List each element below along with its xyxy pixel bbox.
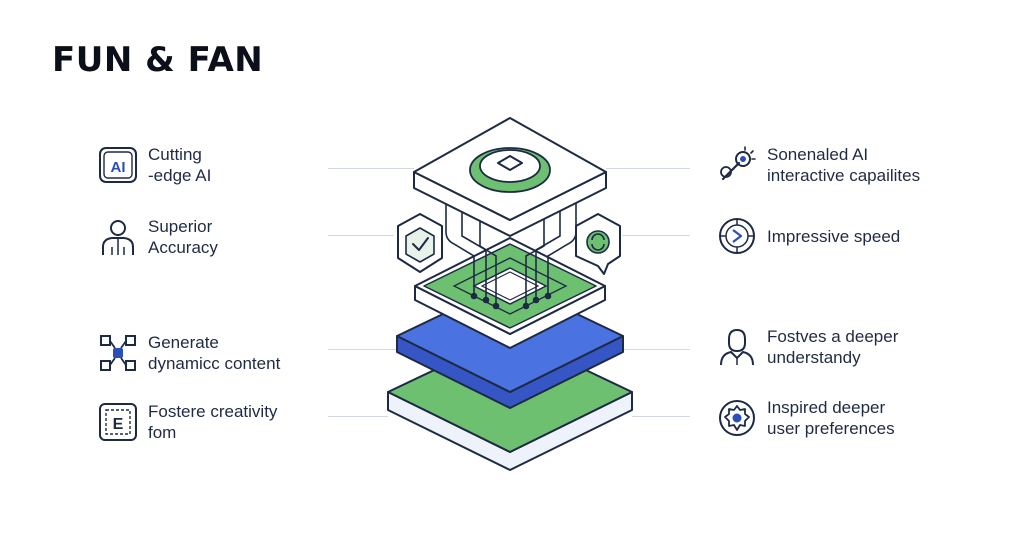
connector-line [632, 416, 690, 417]
connector-line [606, 168, 690, 169]
feature-ai-interactive: Sonenaled AI interactive capailites [717, 144, 920, 186]
feature-user-preferences: Inspired deeper user preferences [717, 397, 895, 439]
feature-label: Inspired deeper user preferences [767, 398, 895, 438]
page-title: FUN & FAN [52, 40, 264, 80]
feature-label: Sonenaled AI interactive capailites [767, 145, 921, 185]
feature-label: Generate dynamicc content [148, 333, 281, 373]
feature-label: Impressive speed [767, 226, 901, 246]
user-icon [717, 327, 757, 367]
connector-line [328, 416, 388, 417]
feature-label: Superior Accuracy [148, 217, 218, 257]
circuit-layer [414, 237, 606, 349]
connector-line [622, 349, 690, 350]
connector-line [328, 168, 414, 169]
feature-generate-content: Generate dynamicc content [98, 332, 280, 374]
feature-superior-accuracy: Superior Accuracy [98, 216, 218, 258]
framed-e-icon: E [98, 402, 138, 442]
feature-cutting-edge-ai: AI Cutting -edge AI [98, 144, 211, 186]
svg-text:E: E [113, 416, 124, 433]
connector-line [328, 349, 396, 350]
network-nodes-icon [98, 333, 138, 373]
shield-check-icon [397, 213, 443, 273]
feature-fostere-creativity: E Fostere creativity fom [98, 401, 277, 443]
ai-chip-icon: AI [98, 145, 138, 185]
refresh-bubble-icon [575, 213, 621, 275]
feature-deeper-understanding: Fostves a deeper understandy [717, 326, 898, 368]
top-layer [413, 117, 607, 237]
person-icon [98, 217, 138, 257]
feature-label: Cutting -edge AI [148, 145, 212, 185]
globe-speed-icon [717, 216, 757, 256]
connector-line [622, 235, 690, 236]
connector-line [328, 235, 394, 236]
svg-text:AI: AI [111, 159, 126, 176]
feature-impressive-speed: Impressive speed [717, 216, 900, 256]
gear-badge-icon [717, 398, 757, 438]
magic-wand-icon [717, 145, 757, 185]
feature-label: Fostves a deeper understandy [767, 327, 899, 367]
feature-label: Fostere creativity fom [148, 402, 278, 442]
